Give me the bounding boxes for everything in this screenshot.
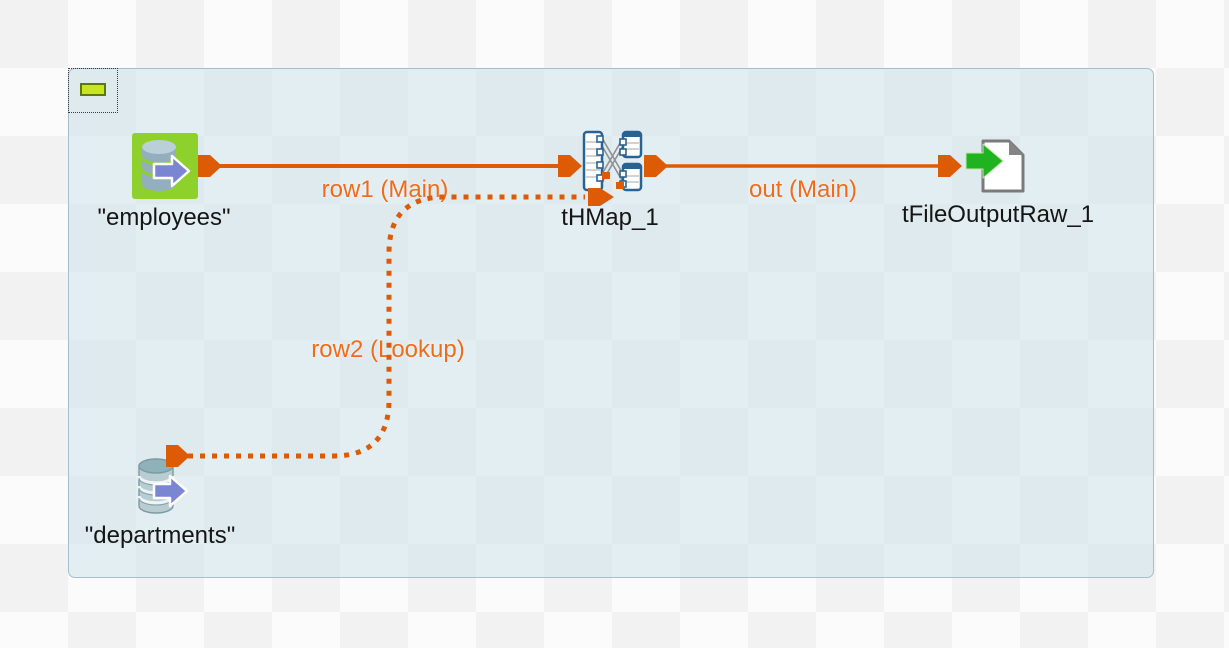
map-tables-icon [582, 130, 643, 192]
node-label-departments: "departments" [84, 522, 236, 549]
node-label-fileoutputraw: tFileOutputRaw_1 [901, 201, 1095, 228]
node-label-employees: "employees" [97, 204, 231, 231]
collapse-minus-icon [80, 83, 106, 96]
node-thmap[interactable] [582, 130, 643, 192]
connection-label-out-main[interactable]: out (Main) [748, 176, 858, 203]
database-icon [137, 458, 189, 514]
connection-label-row1-main[interactable]: row1 (Main) [321, 176, 449, 203]
file-output-icon [965, 139, 1025, 193]
database-green-icon [132, 133, 198, 199]
connection-label-row2-lookup[interactable]: row2 (Lookup) [311, 336, 465, 363]
subjob-collapse-button[interactable] [68, 68, 118, 113]
node-departments[interactable] [130, 452, 196, 520]
node-label-thmap: tHMap_1 [561, 204, 659, 231]
node-employees[interactable] [132, 133, 198, 199]
node-fileoutputraw[interactable] [963, 136, 1025, 194]
